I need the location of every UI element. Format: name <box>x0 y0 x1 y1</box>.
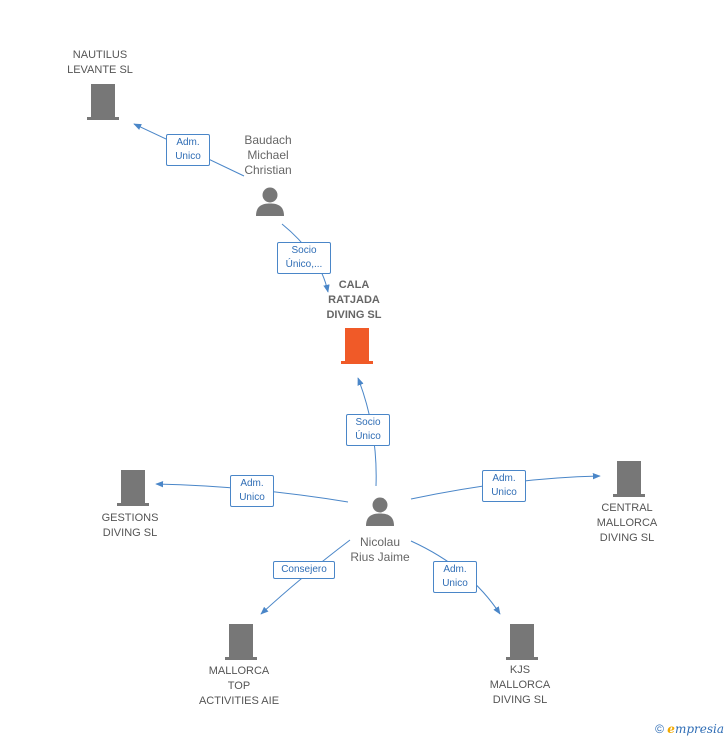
building-icon <box>117 470 149 506</box>
node-label-kjs[interactable]: KJS MALLORCA DIVING SL <box>489 664 551 706</box>
brand-logo: empresia <box>667 722 724 736</box>
node-label-nautilus[interactable]: NAUTILUS LEVANTE SL <box>67 49 133 76</box>
node-label-mallorca-top[interactable]: MALLORCA TOP ACTIVITIES AIE <box>198 665 280 707</box>
building-icon <box>506 624 538 660</box>
edge-label-nicolau-mallorca-top[interactable]: Consejero <box>273 561 335 579</box>
building-icon <box>225 624 257 660</box>
person-icon <box>256 187 284 216</box>
node-label-nicolau[interactable]: Nicolau Rius Jaime <box>350 535 410 564</box>
building-icon <box>613 461 645 497</box>
edge-label-nicolau-central[interactable]: Adm. Unico <box>482 470 526 502</box>
building-icon <box>87 84 119 120</box>
node-label-cala[interactable]: CALA RATJADA DIVING SL <box>326 279 382 321</box>
node-label-baudach[interactable]: Baudach Michael Christian <box>244 133 292 177</box>
node-label-gestions[interactable]: GESTIONS DIVING SL <box>101 512 159 539</box>
edge-label-nicolau-gestions[interactable]: Adm. Unico <box>230 475 274 507</box>
copyright-icon: © <box>655 722 664 736</box>
edge-label-baudach-nautilus[interactable]: Adm. Unico <box>166 134 210 166</box>
edge-label-nicolau-cala[interactable]: Socio Único <box>346 414 390 446</box>
footer-brand: © empresia <box>655 722 724 736</box>
node-label-central[interactable]: CENTRAL MALLORCA DIVING SL <box>596 502 658 544</box>
edge-label-nicolau-kjs[interactable]: Adm. Unico <box>433 561 477 593</box>
person-icon <box>366 497 394 526</box>
building-icon <box>341 328 373 364</box>
edge-label-baudach-cala[interactable]: Socio Único,... <box>277 242 331 274</box>
